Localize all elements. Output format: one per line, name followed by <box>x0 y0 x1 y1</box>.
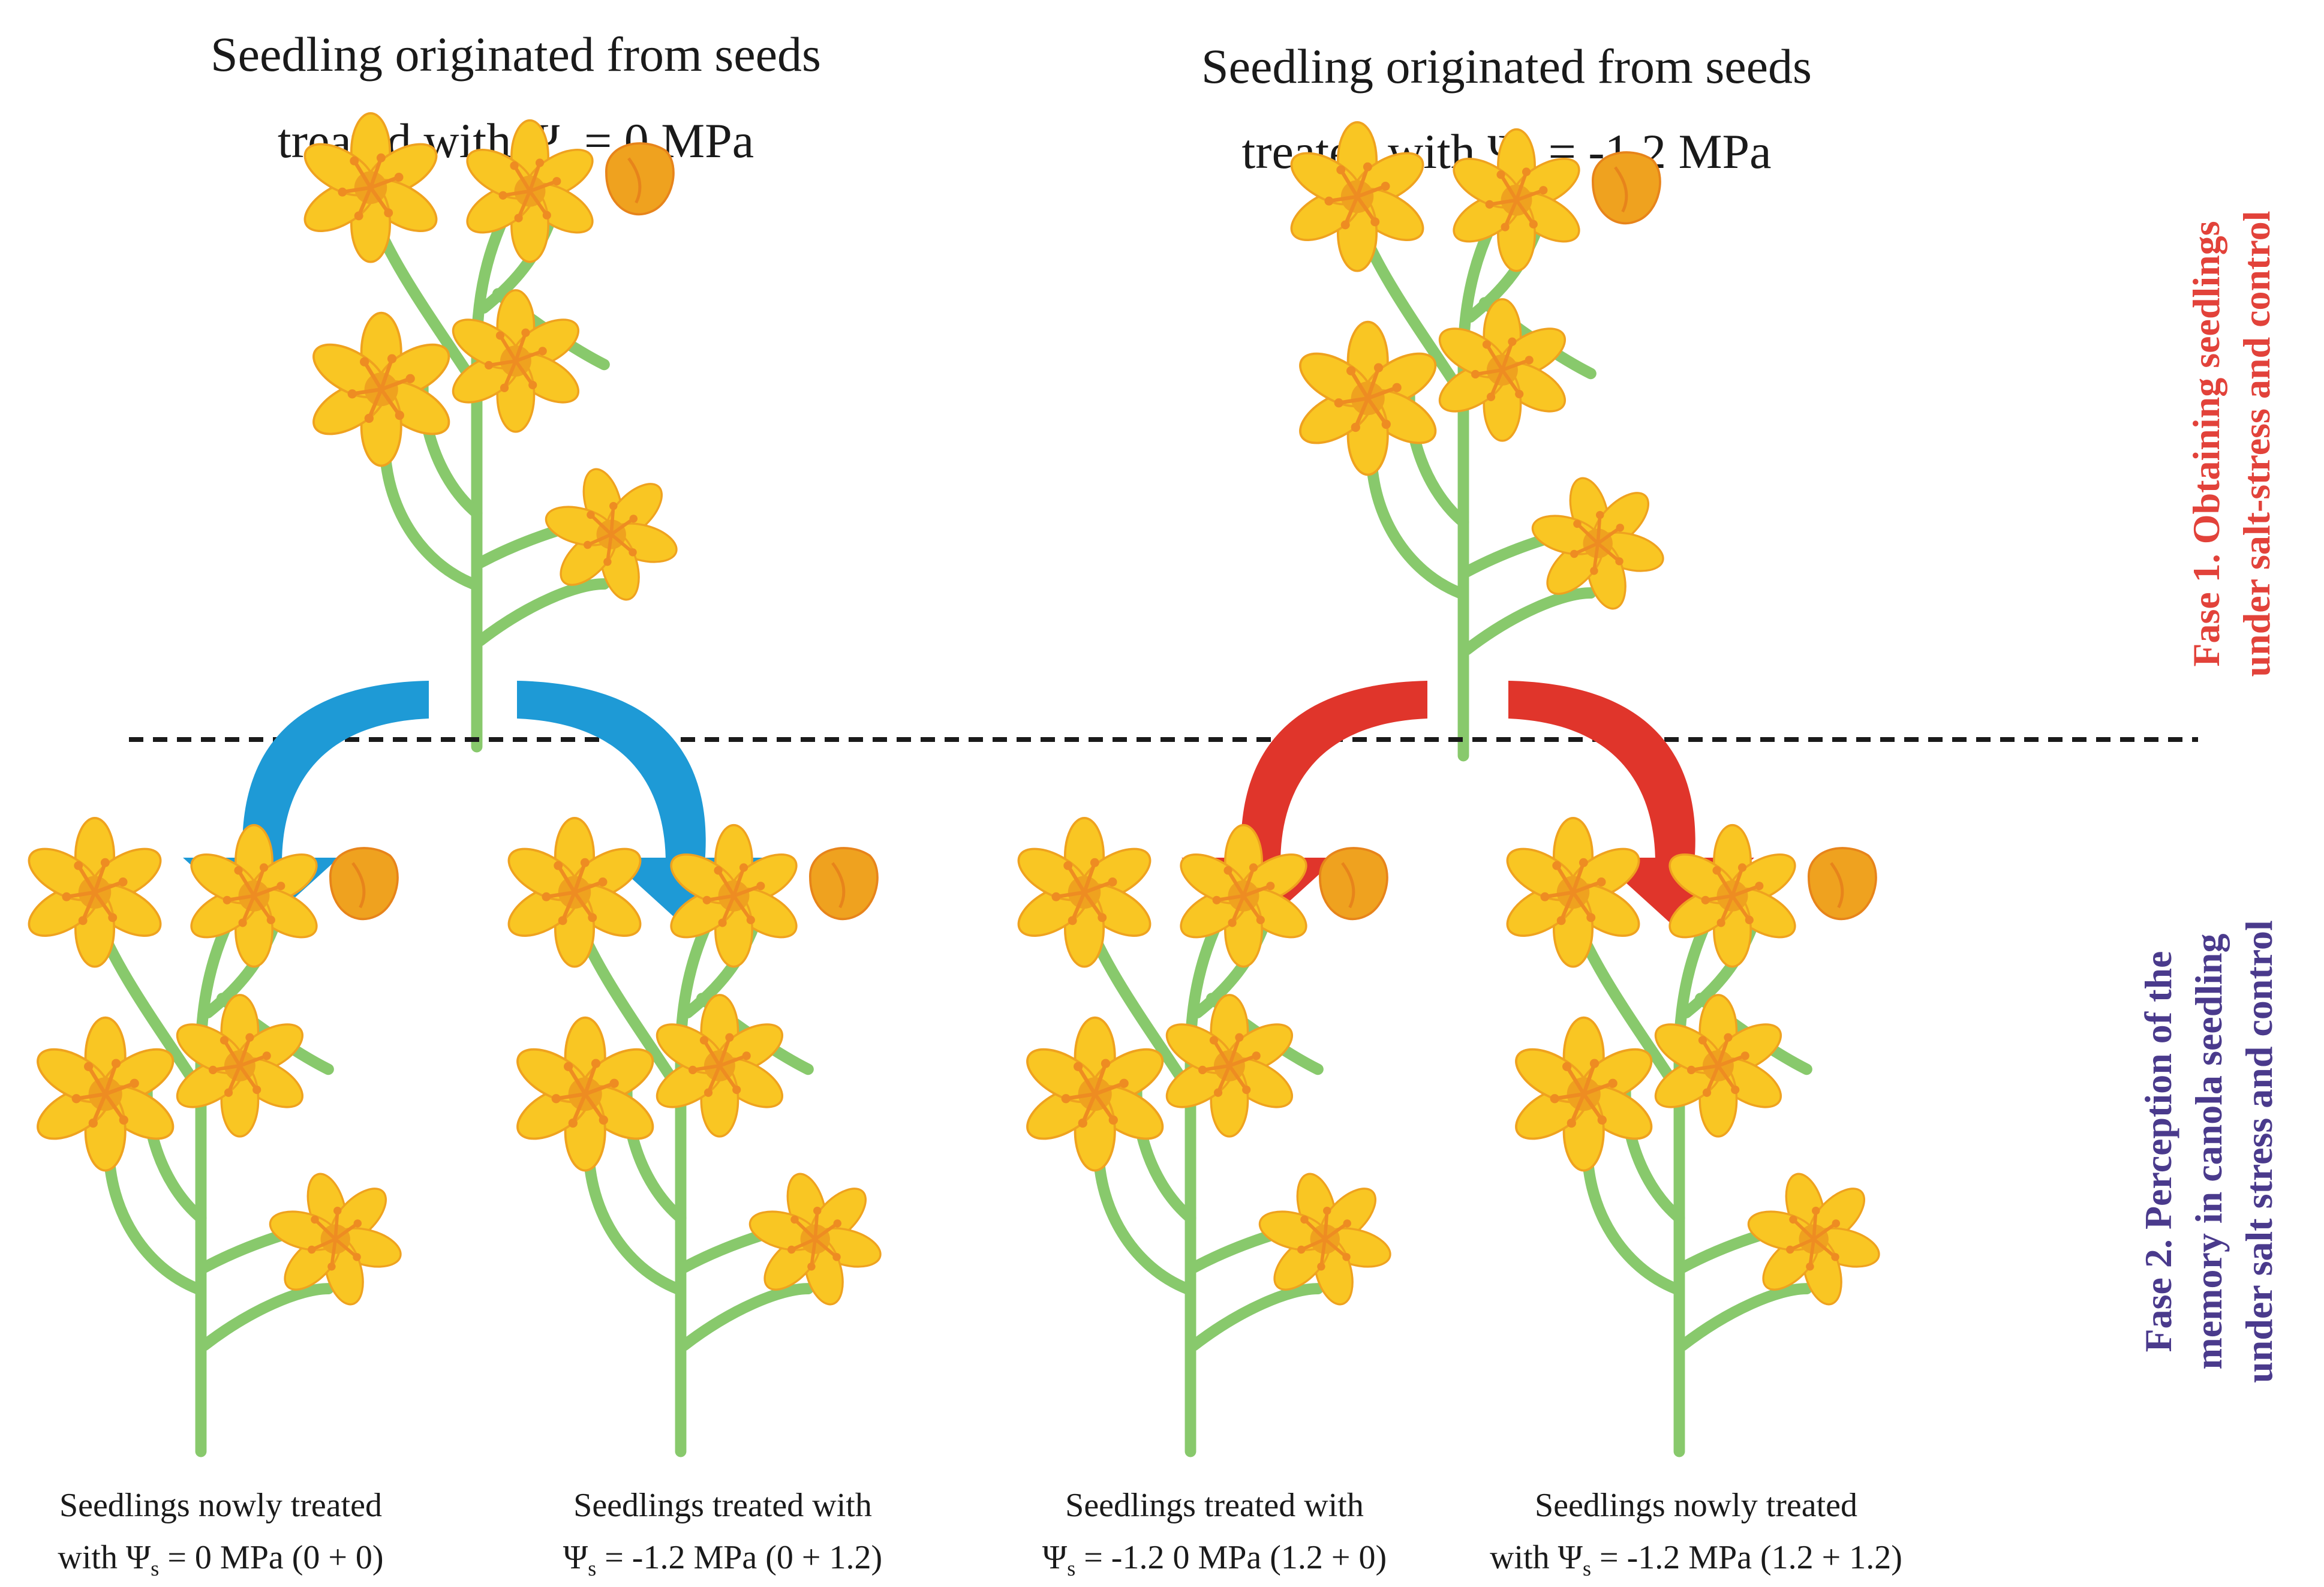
phase1-line1: Fase 1. Obtaining seedlings <box>2185 221 2227 666</box>
arrow-control-to-stress <box>517 681 706 864</box>
seedling-plant-0-12 <box>501 818 897 1451</box>
phase1-line2: under salt-stress and control <box>2235 211 2278 677</box>
phase1-label: Fase 1. Obtaining seedlings under salt-s… <box>2185 211 2278 677</box>
phase2-line2: memory in canola seedling <box>2187 933 2230 1369</box>
treatment-label-0-12-line1: Seedlings treated with <box>573 1487 872 1524</box>
right-header-line1: Seedling originated from seeds <box>1201 39 1812 94</box>
seedling-plant-12-12 <box>1499 818 1896 1451</box>
phase2-line1: Fase 2. Perception of the <box>2137 951 2179 1352</box>
phase2-line3: under salt stress and control <box>2238 920 2280 1383</box>
arrow-control-to-control <box>242 681 429 864</box>
treatment-label-12-0-line2: Ψs = -1.2 0 MPa (1.2 + 0) <box>1042 1539 1387 1580</box>
left-header-line1: Seedling originated from seeds <box>211 27 821 82</box>
treatment-label-0-12-line2: Ψs = -1.2 MPa (0 + 1.2) <box>563 1539 882 1580</box>
treatment-label-0-0-line2: with Ψs = 0 MPa (0 + 0) <box>58 1539 383 1580</box>
arrow-stress-to-stress <box>1508 681 1695 864</box>
parent-plant-stress <box>1283 122 1680 756</box>
treatment-label-12-12-line2: with Ψs = -1.2 MPa (1.2 + 1.2) <box>1490 1539 1902 1580</box>
seedling-plant-12-0 <box>1011 818 1407 1451</box>
arrow-stress-to-control <box>1241 681 1427 864</box>
seedling-plant-0-0 <box>21 818 417 1451</box>
treatment-label-12-0-line1: Seedlings treated with <box>1065 1487 1364 1524</box>
treatment-label-0-0-line1: Seedlings nowly treated <box>59 1487 382 1524</box>
parent-plant-control <box>297 113 693 747</box>
phase2-label: Fase 2. Perception of the memory in cano… <box>2137 920 2280 1383</box>
treatment-label-12-12-line1: Seedlings nowly treated <box>1535 1487 1857 1524</box>
